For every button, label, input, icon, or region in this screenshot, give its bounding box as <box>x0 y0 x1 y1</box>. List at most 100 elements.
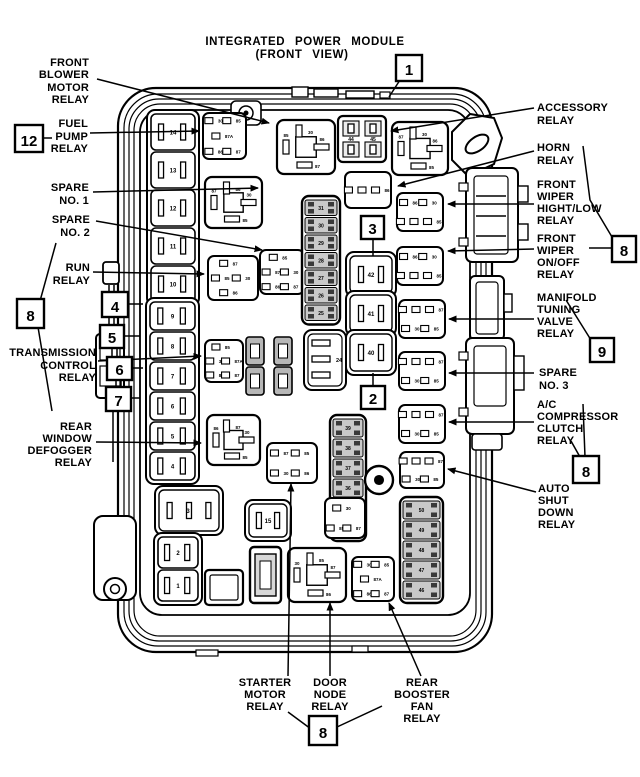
callout-7: 7 <box>104 385 133 413</box>
right-labels: ACCESSORY RELAY HORN RELAY FRONT WIPER H… <box>537 102 618 531</box>
label-line: RELAY <box>59 372 97 384</box>
pin-number: 38 <box>345 446 351 452</box>
label-line: WIPER <box>537 191 574 203</box>
fuse-41: 41 <box>345 290 397 337</box>
pin-number: 42 <box>368 273 375 279</box>
leader-run <box>92 270 205 278</box>
pin-number: 30 <box>346 506 352 511</box>
pin-number: 85 <box>437 274 443 279</box>
pin-number: 86 <box>304 471 310 476</box>
label-line: RELAY <box>537 155 575 167</box>
title: INTEGRATED POWER MODULE (FRONT VIEW) <box>205 36 404 61</box>
pin-number: 85 <box>434 432 440 437</box>
pin-number: 87 <box>356 526 362 531</box>
callout-2: 2 <box>359 384 387 411</box>
wiper-high-low-target: 86308787A85 <box>395 192 444 232</box>
component-box <box>203 568 245 607</box>
pin-number: 87 <box>236 149 242 154</box>
pin-number: 86 <box>413 201 419 206</box>
pin-number: 85 <box>225 345 231 350</box>
pin-number: 30 <box>294 561 300 566</box>
label-line: BLOWER <box>39 69 89 81</box>
pin-number: 31 <box>318 206 324 212</box>
leader-fuel-pump <box>89 127 200 135</box>
pin-number: 87 <box>236 425 242 430</box>
label-line: RELAY <box>55 457 93 469</box>
label-line: FRONT <box>537 179 576 191</box>
label-spare-no-1: SPARE NO. 1 <box>51 182 89 207</box>
pin-number: 85 <box>339 526 345 531</box>
label-ac-compressor-clutch-relay: A/C COMPRESSOR CLUTCH RELAY <box>537 399 618 447</box>
pin-number: 87 <box>233 261 239 266</box>
connector-24: 24 <box>303 329 347 391</box>
label-line: PUMP <box>55 131 88 143</box>
label-line: WIPER <box>537 245 574 257</box>
label-line: RELAY <box>538 519 576 531</box>
leader-rear-defog <box>95 439 202 447</box>
pin-number: 87A <box>235 359 244 364</box>
pin-number: 39 <box>345 426 351 432</box>
pin-number: 30 <box>415 327 421 332</box>
pin-number: 86 <box>218 149 224 154</box>
pin-number: 1 <box>176 584 180 590</box>
leader-auto-shutdown <box>447 467 537 493</box>
label-line: RELAY <box>53 275 91 287</box>
circuit-breaker <box>248 545 283 605</box>
label-line: NO. 3 <box>539 380 569 392</box>
pin-number: 30 <box>367 562 373 567</box>
fuse-3: 3 <box>154 485 224 536</box>
callout-12: 12 <box>13 123 45 154</box>
pin-number: 9 <box>171 315 175 321</box>
leader-spare2 <box>95 220 263 253</box>
callout-8-ac-number: 8 <box>582 464 590 481</box>
label-line: CLUTCH <box>537 423 583 435</box>
label-line: AUTO <box>538 483 570 495</box>
pin-number: 48 <box>419 548 425 554</box>
manifold-target: 8687A873085 <box>397 299 446 339</box>
callout-5: 5 <box>98 323 126 350</box>
pin-number: 45 <box>370 137 376 143</box>
pin-number: 87 <box>315 164 321 169</box>
label-line: RELAY <box>537 435 575 447</box>
pin-number: 85 <box>433 477 439 482</box>
pin-number: 86 <box>326 592 332 597</box>
leader-starter <box>287 483 295 677</box>
callout-9: 9 <box>588 336 616 364</box>
pin-number: 87 <box>439 308 445 313</box>
callout-lines <box>37 79 613 730</box>
bottom-labels: STARTER MOTOR RELAY DOOR NODE RELAY REAR… <box>239 677 450 725</box>
pin-number: 85 <box>283 133 289 138</box>
label-line: RUN <box>66 262 90 274</box>
label-line: DOOR <box>313 677 347 689</box>
pin-number: 47 <box>419 568 425 574</box>
pin-number: 85 <box>243 455 249 460</box>
label-line: ACCESSORY <box>537 102 609 114</box>
callout-9-number: 9 <box>598 344 606 361</box>
right-edge-connectors <box>458 167 529 451</box>
pin-number: 28 <box>318 258 324 264</box>
pin-number: 87 <box>330 565 336 570</box>
pin-number: 30 <box>415 477 421 482</box>
label-accessory-relay: ACCESSORY RELAY <box>537 102 609 127</box>
screw-target <box>363 464 395 496</box>
callout-1-number: 1 <box>405 62 413 79</box>
fuse-15: 15 <box>244 499 292 542</box>
pin-number: 87 <box>398 135 404 140</box>
pin-number: 50 <box>419 508 425 514</box>
callout-8-wiper: 8 <box>610 234 638 264</box>
pin-number: 86 <box>319 137 325 142</box>
callout-4-number: 4 <box>111 299 120 316</box>
pin-number: 85 <box>243 218 249 223</box>
pin-number: 87 <box>293 285 299 290</box>
callout-5-number: 5 <box>108 330 116 347</box>
label-line: RELAY <box>403 713 441 725</box>
